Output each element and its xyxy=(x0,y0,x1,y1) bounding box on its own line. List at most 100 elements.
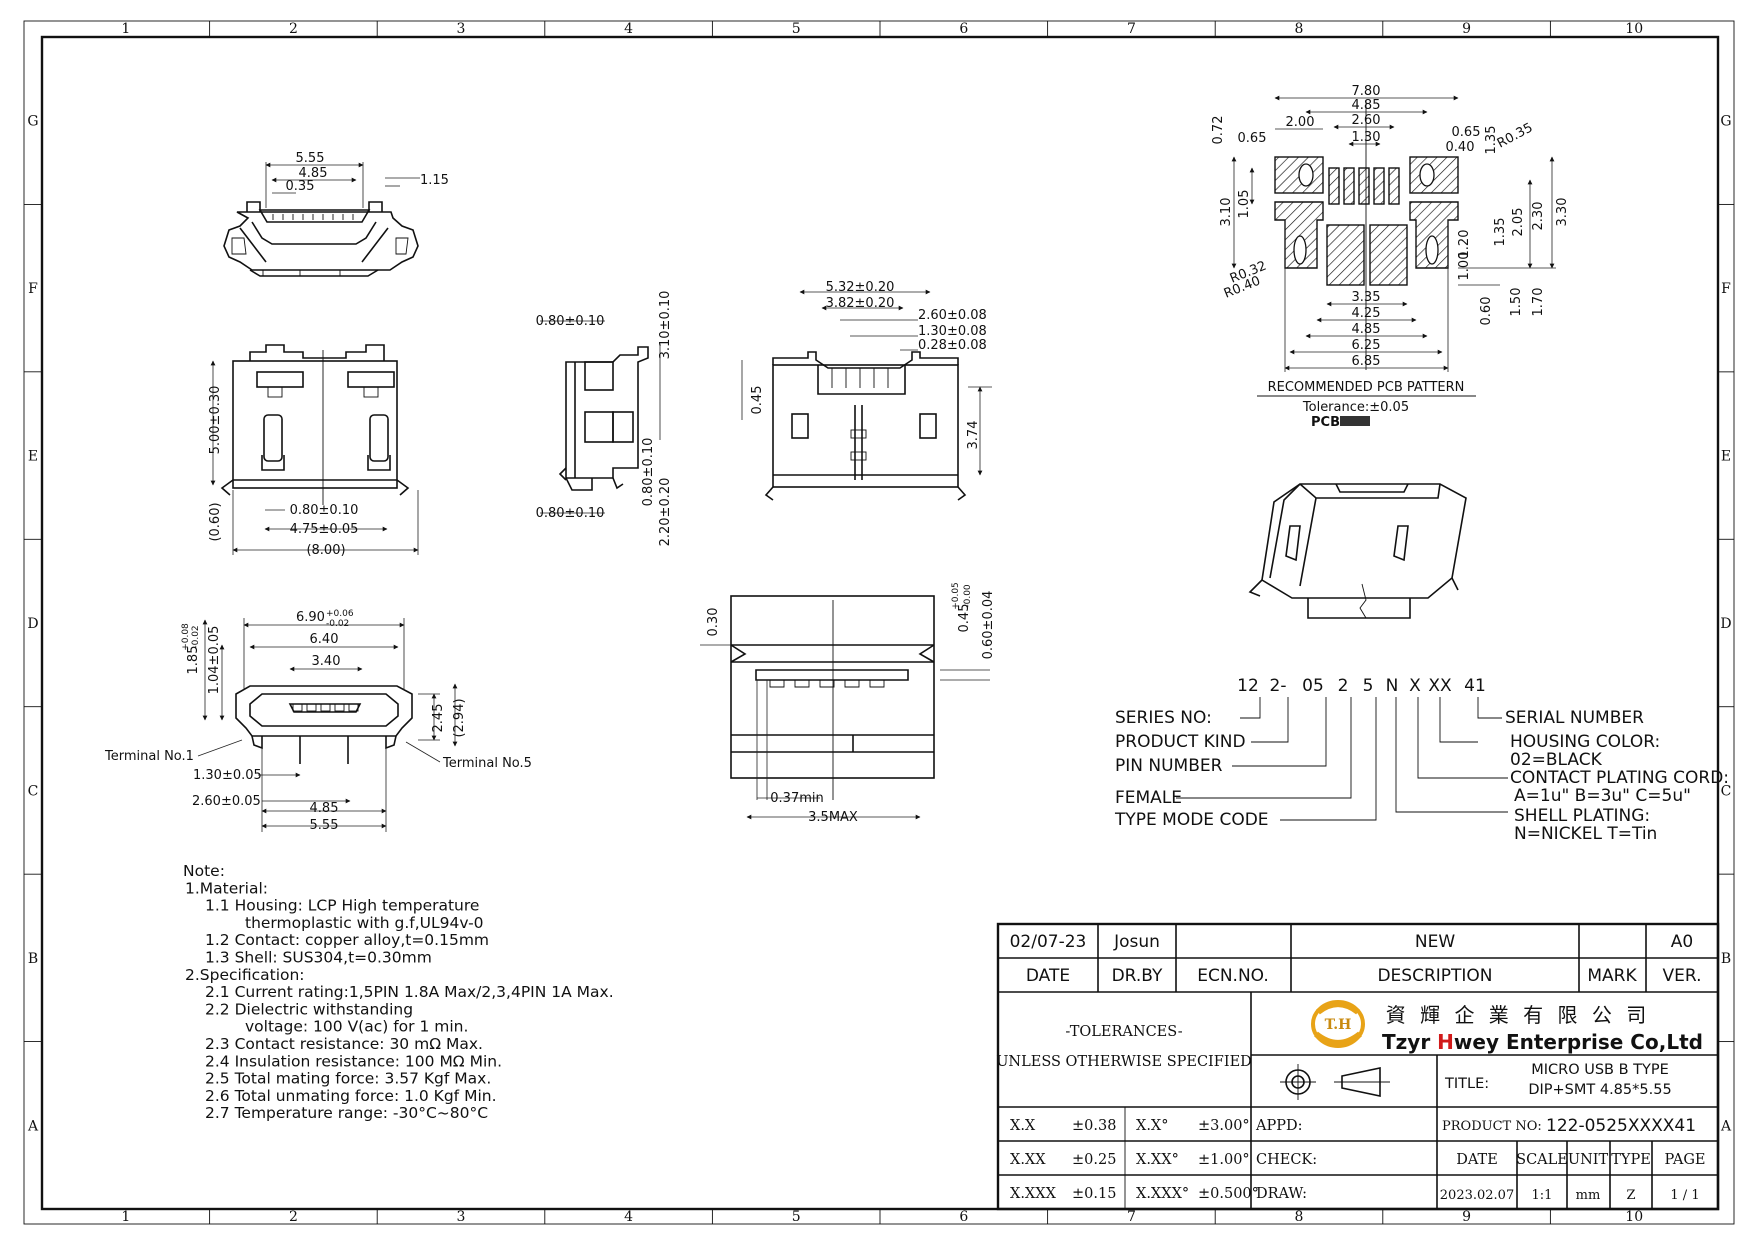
dim-mate-185-up: +0.08 xyxy=(181,623,191,651)
dim-pcb-485: 4.85 xyxy=(1352,98,1381,113)
grid-row-right: E xyxy=(1721,449,1731,465)
dim-pcb-200: 2.00 xyxy=(1286,115,1315,130)
grid-col-bottom: 8 xyxy=(1295,1209,1304,1225)
dim-pcb-040: 0.40 xyxy=(1446,140,1475,155)
grid-col-bottom: 10 xyxy=(1625,1209,1643,1225)
info-value: mm xyxy=(1576,1188,1601,1203)
note-line: 2.6 Total unmating force: 1.0 Kgf Min. xyxy=(205,1087,497,1105)
head-drby: DR.BY xyxy=(1112,966,1163,986)
code-left-label: PIN NUMBER xyxy=(1115,756,1223,776)
dim-side-080a: 0.80±0.10 xyxy=(536,314,605,329)
tol-linear-label: X.XX xyxy=(1010,1152,1046,1168)
dim-side-310: 3.10±0.10 xyxy=(658,291,673,360)
pcb-title: RECOMMENDED PCB PATTERN xyxy=(1268,380,1465,395)
dim-mate-294: (2.94) xyxy=(452,698,467,737)
grid-row-right: G xyxy=(1720,114,1731,130)
code-right-label: 02=BLACK xyxy=(1510,750,1603,770)
dim-pcb-100: 1.00 xyxy=(1457,252,1472,281)
grid-row-left: B xyxy=(28,951,38,967)
pcb-tolerance: Tolerance:±0.05 xyxy=(1302,400,1409,415)
grid-row-right: A xyxy=(1720,1118,1732,1134)
note-line: 1.2 Contact: copper alloy,t=0.15mm xyxy=(205,931,489,949)
tol-angle-label: X.X° xyxy=(1136,1118,1169,1134)
dim-side-220: 2.20±0.20 xyxy=(658,478,673,547)
dim-end-260: 2.60±0.08 xyxy=(918,308,987,323)
dim-pcb-625: 6.25 xyxy=(1352,338,1381,353)
title-block: 02/07-23 Josun NEW A0 DATE DR.BY ECN.NO.… xyxy=(996,922,1720,1211)
dim-pcb-260: 2.60 xyxy=(1352,113,1381,128)
dim-front-080: 0.80±0.10 xyxy=(290,503,359,518)
grid-row-right: B xyxy=(1721,951,1731,967)
grid-row-left: E xyxy=(28,449,38,465)
grid-col-bottom: 4 xyxy=(624,1209,633,1225)
grid-row-left: C xyxy=(28,783,39,799)
side-view: 0.80±0.10 3.10±0.10 0.80±0.10 2.20±0.20 … xyxy=(536,291,673,547)
tol-angle-label: X.XXX° xyxy=(1136,1186,1189,1202)
code-right-label: SHELL PLATING: xyxy=(1514,806,1650,826)
iso-view xyxy=(1248,483,1467,619)
note-line: Note: xyxy=(183,862,225,880)
code-right-label: HOUSING COLOR: xyxy=(1510,732,1660,752)
dim-mate-185-base: 1.85 xyxy=(186,646,201,675)
dim-mate-245: 2.45 xyxy=(431,704,446,733)
dim-end-374: 3.74 xyxy=(966,421,981,450)
dim-pcb-425: 4.25 xyxy=(1352,306,1381,321)
note-line: 2.2 Dielectric withstanding xyxy=(205,1000,413,1018)
grid-col-bottom: 9 xyxy=(1462,1209,1471,1225)
rev-date: 02/07-23 xyxy=(1010,932,1087,952)
dim-pcb-120: 1.20 xyxy=(1457,230,1472,259)
note-line: 2.3 Contact resistance: 30 mΩ Max. xyxy=(205,1035,483,1053)
dim-pcb-r035: R0.35 xyxy=(1495,120,1536,151)
dim-front-800: (8.00) xyxy=(306,543,345,558)
rev-desc: NEW xyxy=(1415,932,1455,952)
dim-mate-690-base: 6.90 xyxy=(296,610,325,625)
title-label: TITLE: xyxy=(1444,1076,1489,1092)
tol-angle-value: ±1.00° xyxy=(1198,1152,1250,1168)
dim-top-555: 5.55 xyxy=(296,151,325,166)
dim-end-028: 0.28±0.08 xyxy=(918,338,987,353)
dim-front-475: 4.75±0.05 xyxy=(290,522,359,537)
grid-col-bottom: 2 xyxy=(289,1209,298,1225)
dim-pcb-310: 3.10 xyxy=(1219,198,1234,227)
company-en-3: wey Enterprise Co,Ltd xyxy=(1454,1030,1703,1054)
company-en: Tzyr Hwey Enterprise Co,Ltd xyxy=(1382,1030,1703,1054)
dim-mate-130: 1.30±0.05 xyxy=(193,768,262,783)
grid-col-bottom: 1 xyxy=(121,1209,130,1225)
dim-mate-185-dn: -0.02 xyxy=(191,625,201,648)
grid-row-left: F xyxy=(28,281,38,297)
code-left-label: FEMALE xyxy=(1115,788,1182,808)
terminal-no1-label: Terminal No.1 xyxy=(104,749,194,764)
tol-angle-value: ±3.00° xyxy=(1198,1118,1250,1134)
dim-mate-690-up: +0.06 xyxy=(326,609,354,619)
top-view: 5.55 4.85 0.35 1.15 xyxy=(223,151,449,277)
code-segment: XX xyxy=(1428,676,1452,696)
logo-text: T.H xyxy=(1325,1017,1352,1033)
grid-col-bottom: 7 xyxy=(1127,1209,1136,1225)
grid-row-left: G xyxy=(27,114,38,130)
pcb-label: PCB xyxy=(1311,415,1340,430)
dim-end-382: 3.82±0.20 xyxy=(826,296,895,311)
dim-mate-485: 4.85 xyxy=(310,801,339,816)
product-no: 122-0525XXXX41 xyxy=(1546,1116,1696,1136)
info-value: 2023.02.07 xyxy=(1440,1188,1514,1203)
dim-pcb-065b: 0.65 xyxy=(1452,125,1481,140)
dim-pcb-230: 2.30 xyxy=(1531,202,1546,231)
pcb-label-mark xyxy=(1340,416,1370,426)
dim-pcb-065a: 0.65 xyxy=(1238,131,1267,146)
dim-mate-640: 6.40 xyxy=(310,632,339,647)
code-segment: N xyxy=(1386,676,1399,696)
code-left-label: TYPE MODE CODE xyxy=(1114,810,1269,830)
dim-side-080c: 0.80±0.10 xyxy=(536,506,605,521)
dim-pcb-105: 1.05 xyxy=(1237,190,1252,219)
info-value: 1 / 1 xyxy=(1670,1188,1699,1203)
head-mark: MARK xyxy=(1587,966,1637,986)
dim-pcb-205: 2.05 xyxy=(1511,208,1526,237)
code-right-label: CONTACT PLATING CORD: xyxy=(1510,768,1729,788)
dim-front-500: 5.00±0.30 xyxy=(208,386,223,455)
end-view: 5.32±0.20 3.82±0.20 2.60±0.08 1.30±0.08 … xyxy=(741,280,992,501)
tol-linear-value: ±0.25 xyxy=(1072,1152,1116,1168)
front-view: 5.00±0.30 (0.60) 0.80±0.10 4.75±0.05 (8.… xyxy=(208,344,419,558)
dim-end-532: 5.32±0.20 xyxy=(826,280,895,295)
